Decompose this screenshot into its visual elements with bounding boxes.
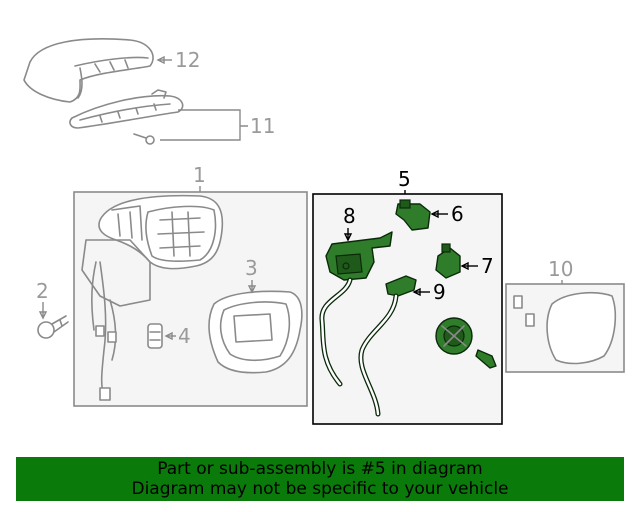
part-4-clip[interactable]: [147, 323, 163, 349]
part-12-mirror-cover[interactable]: [23, 38, 154, 103]
part-3-mirror-glass[interactable]: [208, 290, 303, 374]
part-11-screw[interactable]: [133, 133, 155, 145]
part-6-motor[interactable]: [395, 199, 431, 231]
part-9-harness[interactable]: [358, 275, 417, 417]
callout-9[interactable]: 9: [433, 280, 446, 304]
callout-11[interactable]: 11: [250, 114, 275, 138]
callout-5[interactable]: 5: [398, 167, 411, 191]
callout-7[interactable]: 7: [481, 254, 494, 278]
part-5-glass-motor[interactable]: [435, 317, 497, 369]
callout-2[interactable]: 2: [36, 279, 49, 303]
banner-line-1: Part or sub-assembly is #5 in diagram: [157, 459, 483, 479]
callout-8[interactable]: 8: [343, 204, 356, 228]
part-10-mirror-glass[interactable]: [513, 291, 617, 365]
callout-1[interactable]: 1: [193, 163, 206, 187]
leader-11: [160, 109, 248, 141]
banner-line-2: Diagram may not be specific to your vehi…: [131, 479, 509, 499]
part-8-actuator[interactable]: [319, 231, 393, 387]
part-2-bolt[interactable]: [37, 315, 69, 339]
part-11-turn-signal[interactable]: [69, 89, 184, 129]
callout-6[interactable]: 6: [451, 202, 464, 226]
part-7-sensor[interactable]: [435, 243, 461, 279]
callout-10[interactable]: 10: [548, 257, 573, 281]
part-1-mirror-assembly[interactable]: [81, 194, 224, 401]
callout-12[interactable]: 12: [175, 48, 200, 72]
info-banner: Part or sub-assembly is #5 in diagram Di…: [16, 457, 624, 501]
box-assembly-5: [312, 193, 503, 425]
parts-diagram: 12 11 1 3 4 2: [23, 38, 625, 425]
callout-4[interactable]: 4: [178, 324, 191, 348]
callout-3[interactable]: 3: [245, 256, 258, 280]
